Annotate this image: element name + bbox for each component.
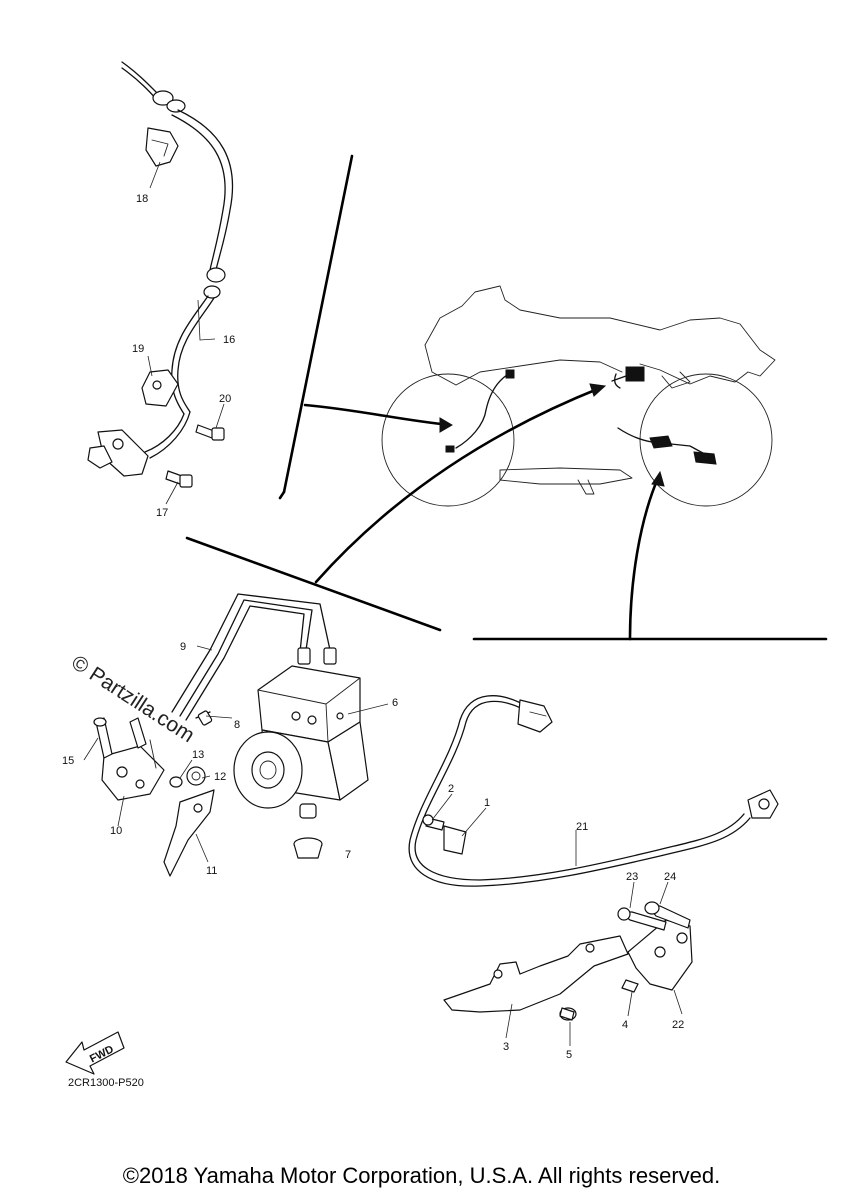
callout-16: 16 bbox=[223, 334, 235, 346]
callout-17: 17 bbox=[156, 507, 168, 519]
callout-8: 8 bbox=[234, 719, 240, 731]
callout-6: 6 bbox=[392, 697, 398, 709]
callout-10: 10 bbox=[110, 825, 122, 837]
callout-19: 19 bbox=[132, 343, 144, 355]
callout-24: 24 bbox=[664, 871, 676, 883]
locator-lines bbox=[185, 154, 828, 641]
callout-3: 3 bbox=[503, 1041, 509, 1053]
callout-18: 18 bbox=[136, 193, 148, 205]
callout-23: 23 bbox=[626, 871, 638, 883]
callout-22: 22 bbox=[672, 1019, 684, 1031]
callout-5: 5 bbox=[566, 1049, 572, 1061]
callout-9: 9 bbox=[180, 641, 186, 653]
callout-12: 12 bbox=[214, 771, 226, 783]
callout-13: 13 bbox=[192, 749, 204, 761]
callout-numbers: 1 2 3 4 5 6 7 8 9 10 11 12 13 15 16 17 1… bbox=[62, 193, 684, 1061]
callout-7: 7 bbox=[345, 849, 351, 861]
abs-unit-group bbox=[93, 593, 369, 877]
callout-21: 21 bbox=[576, 821, 588, 833]
callout-20: 20 bbox=[219, 393, 231, 405]
diagram-code: 2CR1300-P520 bbox=[68, 1077, 144, 1089]
copyright-notice: ©2018 Yamaha Motor Corporation, U.S.A. A… bbox=[122, 1163, 721, 1188]
callout-11: 11 bbox=[206, 865, 217, 877]
front-wheel-sensor-group bbox=[87, 61, 234, 488]
motorcycle-outline bbox=[381, 285, 776, 507]
fwd-arrow-icon: FWD bbox=[65, 1031, 125, 1075]
rear-wheel-sensor-group bbox=[408, 695, 779, 1021]
callout-2: 2 bbox=[448, 783, 454, 795]
callout-4: 4 bbox=[622, 1019, 628, 1031]
leader-lines bbox=[83, 161, 683, 1046]
callout-15: 15 bbox=[62, 755, 74, 767]
callout-1: 1 bbox=[484, 797, 490, 809]
